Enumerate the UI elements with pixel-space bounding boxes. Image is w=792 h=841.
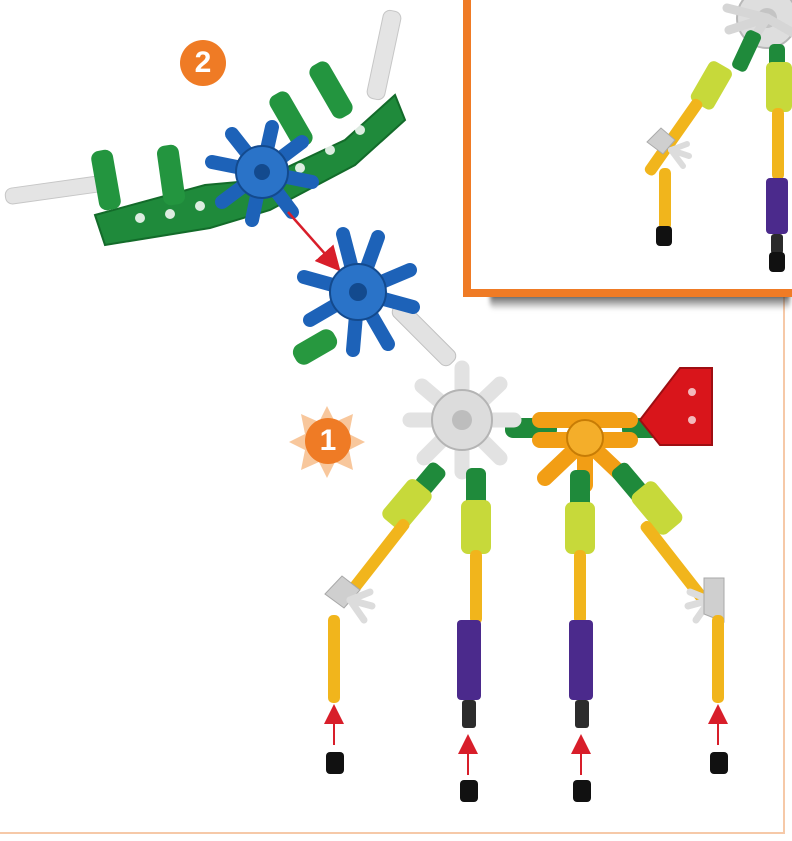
- step-2-badge: 2: [180, 40, 226, 86]
- white-hub: [410, 368, 514, 472]
- white-rod-top: [366, 9, 402, 101]
- blue-hub-loose: [290, 234, 459, 369]
- step-1-badge: 1: [305, 418, 351, 464]
- red-corner-piece: [640, 368, 712, 445]
- legs: [325, 460, 724, 728]
- red-arrow-icon: [288, 212, 334, 264]
- blue-hub-upper: [212, 127, 312, 220]
- main-body: [410, 368, 712, 485]
- white-rod-left: [4, 175, 105, 205]
- feet: [326, 712, 728, 802]
